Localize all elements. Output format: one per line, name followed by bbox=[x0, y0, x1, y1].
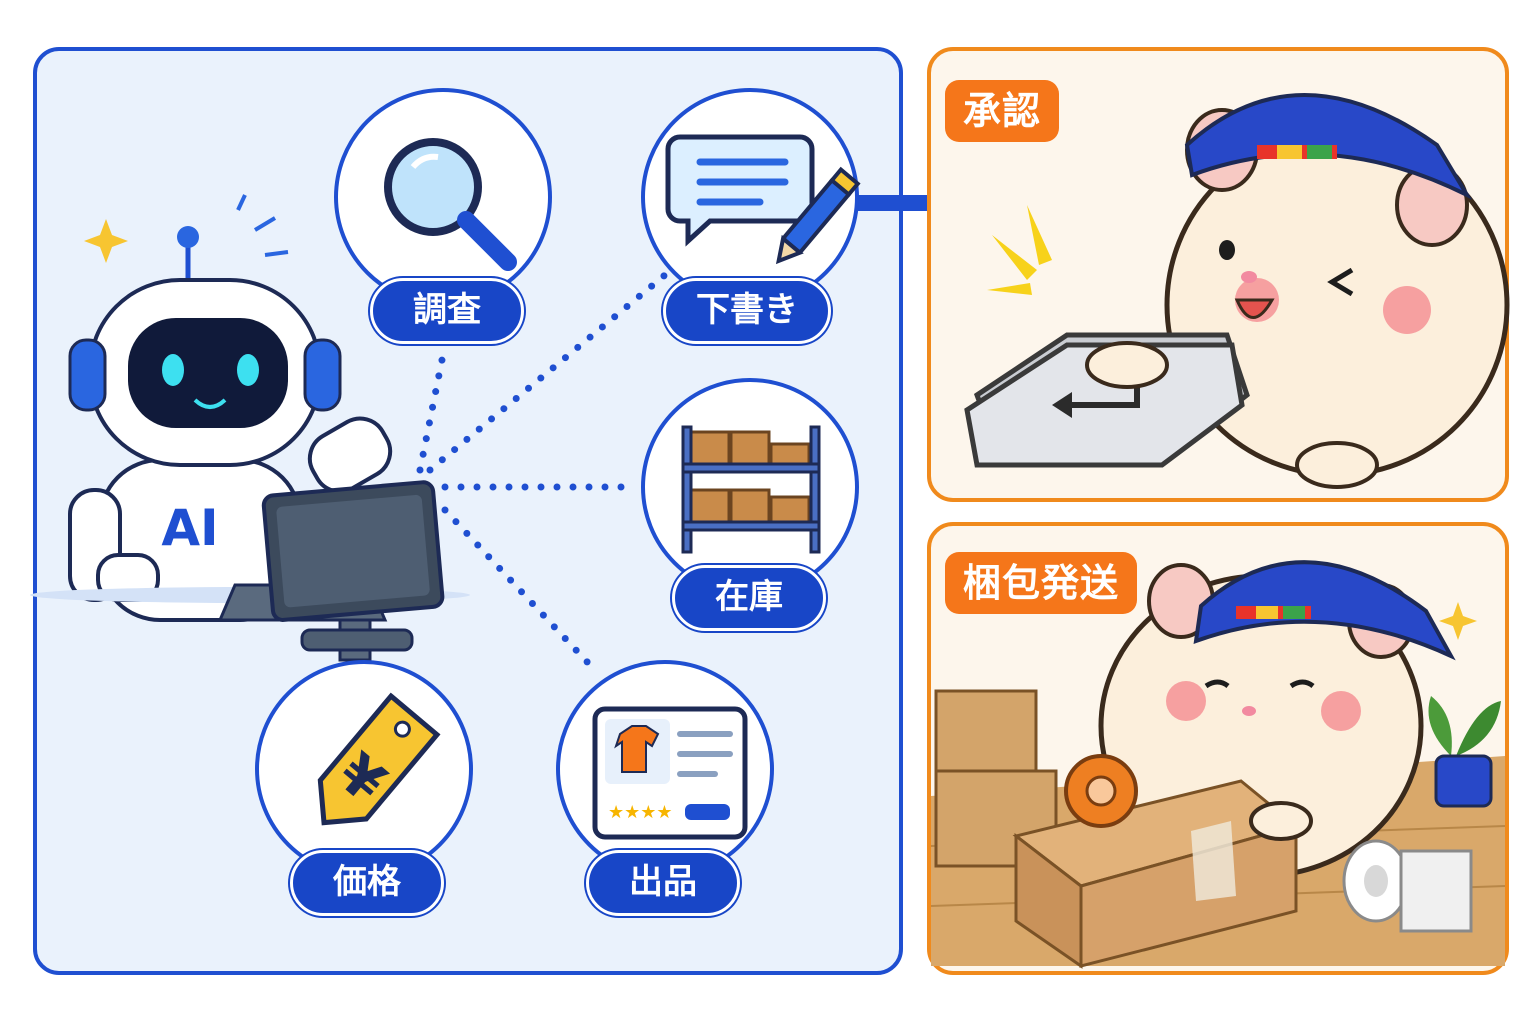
yen-price-tag-icon: ¥ bbox=[317, 692, 441, 826]
step-label-price: 価格 bbox=[290, 850, 444, 916]
price-step-circle: ¥ bbox=[255, 660, 473, 878]
magnifier-icon bbox=[384, 138, 517, 271]
robot-ai-badge: AI bbox=[161, 499, 218, 557]
listing-step-circle: ★★★★ bbox=[556, 660, 774, 878]
step-label-listing: 出品 bbox=[586, 850, 740, 916]
warehouse-shelf-icon bbox=[681, 425, 821, 554]
inventory-step-circle bbox=[641, 378, 859, 596]
hamster-enter-key-illustration bbox=[964, 93, 1510, 489]
research-step-circle bbox=[334, 88, 552, 306]
approval-label: 承認 bbox=[945, 80, 1060, 142]
draft-step-circle bbox=[641, 88, 861, 306]
step-label-research: 調査 bbox=[370, 278, 524, 344]
robot-icon: AI bbox=[30, 194, 470, 662]
hamster-packing-illustration bbox=[930, 560, 1506, 969]
step-label-inventory: 在庫 bbox=[672, 565, 826, 631]
draft-message-pencil-icon bbox=[665, 134, 861, 265]
svg-text:★★★★: ★★★★ bbox=[608, 802, 673, 823]
step-label-draft: 下書き bbox=[663, 278, 831, 344]
shipping-label: 梱包発送 bbox=[945, 552, 1138, 614]
product-listing-icon: ★★★★ bbox=[592, 706, 748, 840]
